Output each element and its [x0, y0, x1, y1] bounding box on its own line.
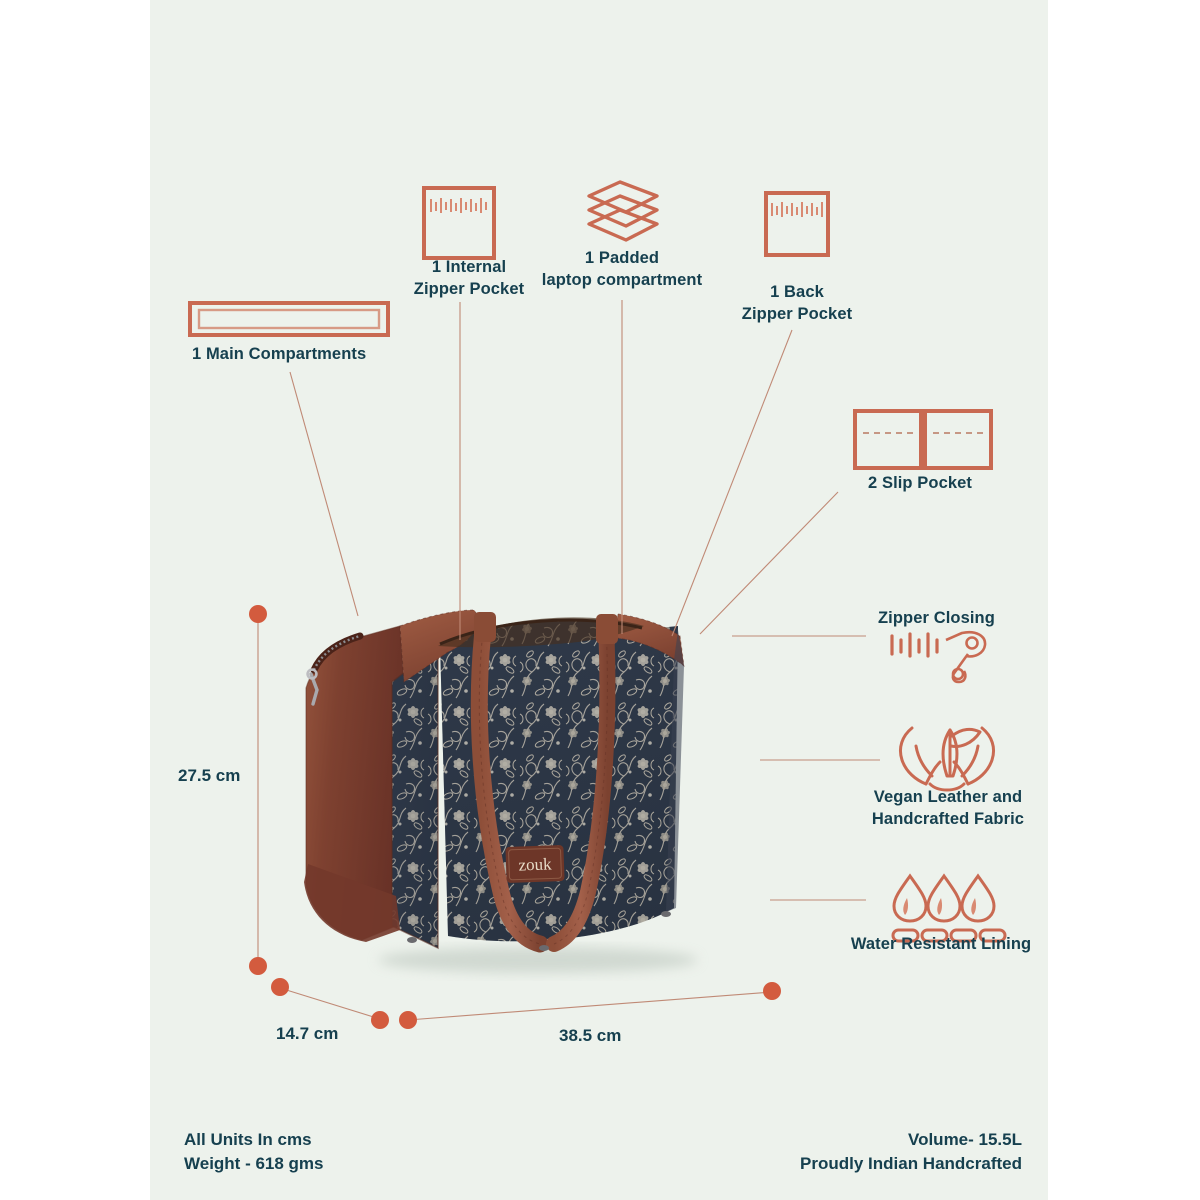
dimension-markers	[249, 605, 781, 1029]
product-image: zouk	[304, 609, 698, 973]
rectangle-outline-icon	[188, 301, 390, 337]
zipper-pocket-square-icon	[764, 191, 830, 257]
dimline-width	[407, 991, 773, 1021]
feature-label-slip-pocket: 2 Slip Pocket	[868, 474, 973, 492]
bag-strap-back	[546, 618, 616, 952]
footer-volume-origin: Volume- 15.5L Proudly Indian Handcrafted	[800, 1130, 1022, 1174]
zipper-pull-icon	[890, 630, 987, 684]
dimension-height-label: 27.5 cm	[178, 766, 241, 785]
dimline-depth	[279, 987, 381, 1020]
feature-label-main-compartments: 1 Main Compartments	[192, 345, 367, 363]
bag-side-leather	[306, 626, 404, 940]
dimension-width-label: 38.5 cm	[559, 1026, 622, 1045]
feature-label-water-resistant-lining: Water Resistant Lining	[850, 935, 1032, 953]
brand-tag: zouk	[505, 845, 565, 883]
footer-units-weight: All Units In cms Weight - 618 gms	[184, 1130, 324, 1174]
feature-label-padded-laptop-compartment: 1 Padded laptop compartment	[541, 249, 703, 289]
bag-strap-front	[470, 613, 549, 953]
hands-holding-leaf-icon	[898, 726, 996, 792]
brand-tag-text: zouk	[518, 854, 552, 874]
zipper-pocket-square-icon	[422, 186, 496, 260]
side-zipper-pull	[306, 668, 319, 706]
feature-label-vegan-leather: Vegan Leather and Handcrafted Fabric	[871, 788, 1025, 828]
bag-feet	[407, 911, 671, 951]
two-slip-pockets-icon	[853, 409, 993, 470]
dimension-depth-label: 14.7 cm	[276, 1024, 339, 1043]
feature-label-zipper-closing: Zipper Closing	[878, 609, 995, 627]
feature-label-back-zipper-pocket: 1 Back Zipper Pocket	[741, 283, 853, 323]
feature-label-internal-zipper-pocket: 1 Internal Zipper Pocket	[413, 258, 525, 298]
stacked-sheets-icon	[587, 180, 659, 242]
water-droplets-icon	[891, 873, 1007, 943]
